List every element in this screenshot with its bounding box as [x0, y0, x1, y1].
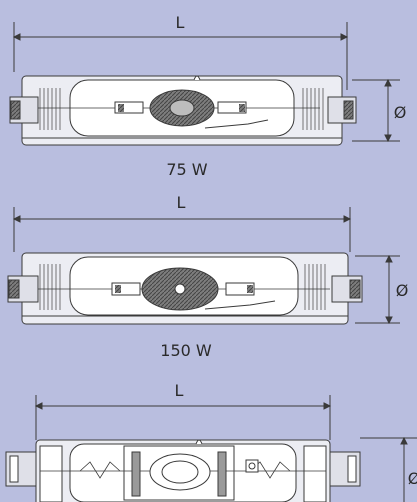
lamp-75w-dimension-lines [12, 22, 400, 143]
lamp-150w-dimension-lines [12, 207, 400, 325]
lamp-150w-drawing [7, 252, 363, 325]
lamp-3-dimension-lines [34, 395, 417, 502]
lamp-150w-diameter-label: Ø [396, 281, 409, 300]
lamp-75w-diameter-label: Ø [394, 103, 407, 122]
lamp-75w-label: 75 W [166, 160, 207, 179]
lamp-3-length-label: L [175, 381, 184, 400]
lamp-3-diameter-label: Ø [408, 469, 417, 488]
lamp-75w-drawing [9, 75, 357, 146]
lamp-150w-label: 150 W [160, 341, 212, 360]
lamp-3-drawing [5, 439, 361, 502]
lamp-150w-length-label: L [177, 193, 186, 212]
lamp-75w-length-label: L [176, 13, 185, 32]
